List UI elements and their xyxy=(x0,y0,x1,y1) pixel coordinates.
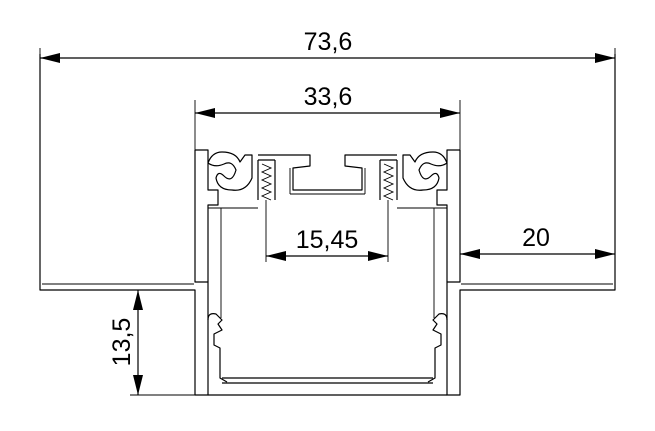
dimension-slot: 15,45 xyxy=(266,226,388,261)
right-clip xyxy=(427,313,448,383)
arrow-right xyxy=(440,108,460,118)
dimension-flange-width: 20 xyxy=(460,224,615,259)
dimension-flange-height: 13,5 xyxy=(108,290,143,395)
arrow-left xyxy=(195,108,215,118)
left-wall xyxy=(195,149,219,282)
extension-lines xyxy=(39,48,616,396)
top-slot xyxy=(258,154,397,191)
arrow-right xyxy=(368,251,388,261)
arrow-left xyxy=(266,251,286,261)
left-clip xyxy=(207,313,228,383)
left-screw-channel xyxy=(257,159,276,201)
arrow-right xyxy=(595,249,615,259)
dim-label-flange-width: 20 xyxy=(522,224,550,252)
arrow-left xyxy=(40,53,60,63)
profile-outline xyxy=(39,54,616,396)
dim-label-overall: 73,6 xyxy=(304,28,353,56)
dimension-overall: 73,6 xyxy=(40,28,615,63)
left-groove xyxy=(207,151,253,191)
arrow-bottom xyxy=(133,375,143,395)
bottom-cover xyxy=(208,377,447,396)
dim-label-channel: 33,6 xyxy=(304,83,353,111)
dimension-channel: 33,6 xyxy=(195,83,460,118)
dim-label-flange-height: 13,5 xyxy=(108,318,136,367)
right-screw-channel xyxy=(379,159,398,201)
right-wall xyxy=(436,149,460,282)
arrow-right xyxy=(595,53,615,63)
arrow-left xyxy=(460,249,480,259)
arrow-top xyxy=(133,290,143,310)
right-groove xyxy=(402,151,448,191)
dim-label-slot: 15,45 xyxy=(296,226,359,254)
